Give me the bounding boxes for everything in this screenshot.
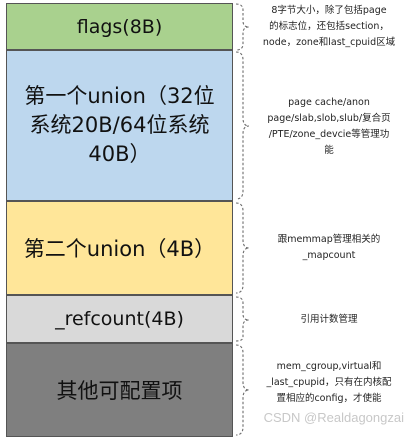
first-union-label: 第一个union（32位 系统20B/64位系统 40B） <box>24 82 214 169</box>
flags-label: flags(8B) <box>76 15 163 38</box>
refcount-block: _refcount(4B) <box>6 295 233 343</box>
brace-other <box>235 344 250 436</box>
note-flags: 8字节大小，除了包括page 的标志位，还包括section， node，zon… <box>262 5 396 48</box>
note-second-union: 跟memmap管理相关的 _mapcount <box>277 234 381 261</box>
note-refcount: 引用计数管理 <box>300 314 358 325</box>
flags-block: flags(8B) <box>6 3 233 50</box>
first-union-line3: 40B） <box>88 142 151 166</box>
brace-flags <box>235 3 250 51</box>
brace-first-union <box>235 51 250 200</box>
first-union-line1: 第一个union（32位 <box>24 84 215 108</box>
note-first-union: page cache/anon page/slab,slob,slub/复合页 … <box>267 97 391 156</box>
refcount-label: _refcount(4B) <box>55 308 184 330</box>
note-other-configurable: mem_cgroup,virtual和 _last_cpupid，只有在内核配 … <box>266 361 392 404</box>
other-configurable-label: 其他可配置项 <box>56 379 183 403</box>
other-configurable-block: 其他可配置项 <box>6 343 233 437</box>
second-union-block: 第二个union（4B） <box>6 201 233 295</box>
brace-second-union <box>235 202 250 294</box>
second-union-label: 第二个union（4B） <box>23 237 216 261</box>
brace-refcount <box>235 296 250 342</box>
first-union-block: 第一个union（32位 系统20B/64位系统 40B） <box>6 50 233 201</box>
watermark: CSDN @Realdagongzai <box>263 410 404 425</box>
first-union-line2: 系统20B/64位系统 <box>29 113 210 137</box>
